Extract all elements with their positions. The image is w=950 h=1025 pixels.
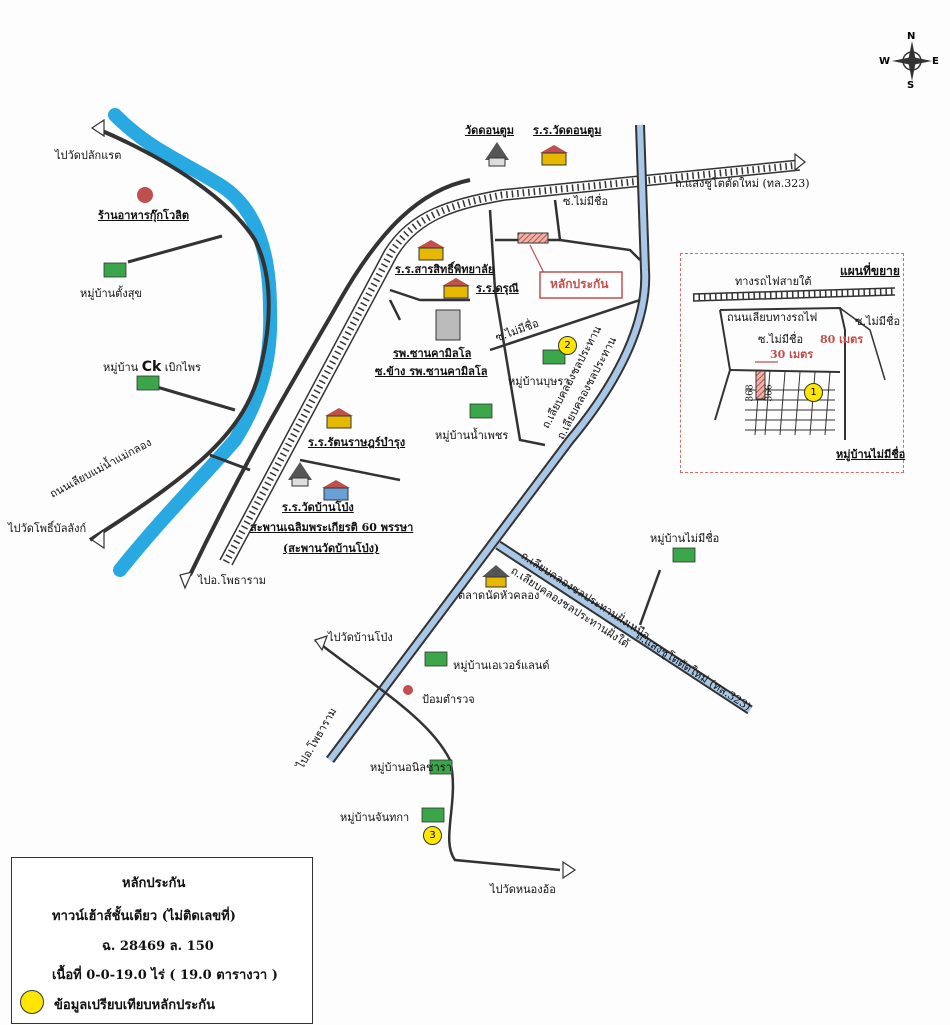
- label-wat-pho-bang: ไปวัดโพธิ์บัลลังก์: [8, 522, 87, 535]
- label-soi-no-name-1: ซ.ไม่มีชื่อ: [563, 195, 609, 208]
- legend-marker-icon: [20, 990, 44, 1014]
- label-wat-don-tum: วัดดอนตูม: [465, 124, 514, 137]
- compass-w: W: [879, 56, 891, 67]
- inset-plot-368: 368: [745, 384, 756, 402]
- river: [108, 108, 278, 577]
- legend: หลักประกัน ทาวน์เฮ้าส์ชั้นเดียว (ไม่ติดเ…: [11, 857, 313, 1024]
- building-icons: [137, 142, 568, 588]
- label-wat-ban-pong: ไปวัดบ้านโป่ง: [328, 631, 393, 644]
- inset-frame: [680, 253, 904, 473]
- label-collateral: หลักประกัน: [550, 277, 609, 291]
- inset-soi-a: ซ.ไม่มีชื่อ: [758, 333, 804, 346]
- label-village-nam-phet: หมู่บ้านน้ำเพชร: [435, 429, 509, 442]
- label-village-tang-suk: หมู่บ้านตั้งสุข: [80, 287, 142, 300]
- inset-dist-80: 80 เมตร: [820, 333, 864, 346]
- railway: [219, 159, 801, 566]
- legend-deed: ฉ. 28469 ล. 150: [102, 939, 214, 954]
- inset-dist-30: 30 เมตร: [770, 348, 814, 361]
- label-school-sarasit: ร.ร.สารสิทธิ์พิทยาลัย: [395, 263, 495, 276]
- inset-road-rail: ถนนเลียบทางรถไฟ: [727, 311, 818, 324]
- label-wat-nong-o: ไปวัดหนองอ้อ: [490, 883, 556, 896]
- label-village-chanthaka: หมู่บ้านจันทกา: [340, 811, 410, 824]
- label-village-bussara: หมู่บ้านบุษรา: [508, 375, 570, 388]
- label-police-box: ป้อมตำรวจ: [422, 693, 475, 706]
- compass-e: E: [932, 56, 939, 67]
- label-hospital: รพ.ซานคามิลโล: [393, 347, 472, 360]
- canal: [326, 124, 753, 763]
- compass-s: S: [907, 80, 915, 91]
- compass-n: N: [907, 31, 916, 42]
- label-village-ck: หมู่บ้าน Ck เบิกไพร: [103, 359, 201, 375]
- label-restaurant: ร้านอาหารกุ๊กโวลิต: [98, 209, 190, 222]
- label-market: ตลาดนัดหัวคลอง: [458, 589, 540, 602]
- inset-village: หมู่บ้านไม่มีชื่อ: [836, 448, 906, 461]
- label-village-ever-land: หมู่บ้านเอเวอร์แลนด์: [453, 659, 550, 672]
- inset-title: แผนที่ขยาย: [840, 264, 900, 278]
- label-school-daruni: ร.ร.ดรุณี: [476, 282, 519, 295]
- legend-collateral: หลักประกัน: [122, 876, 186, 891]
- label-to-photharam-1: ไปอ.โพธาราม: [198, 574, 267, 587]
- legend-comparison: ข้อมูลเปรียบเทียบหลักประกัน: [54, 998, 216, 1013]
- river-road: [88, 128, 271, 542]
- inset-railway: ทางรถไฟสายใต้: [735, 275, 812, 288]
- label-bridge-1: สะพานเฉลิมพระเกียรติ 60 พรรษา: [250, 521, 414, 534]
- label-soi-hospital: ซ.ข้าง รพ.ซานคามิลโล: [375, 365, 488, 378]
- marker-1: 1: [804, 383, 823, 402]
- legend-area: เนื้อที่ 0-0-19.0 ไร่ ( 19.0 ตารางวา ): [52, 968, 278, 983]
- inset-soi-b: ซ.ไม่มีชื่อ: [855, 315, 901, 328]
- marker-2: 2: [558, 336, 577, 355]
- legend-type: ทาวน์เฮ้าส์ชั้นเดียว (ไม่ติดเลขที่): [52, 909, 236, 924]
- label-school-don-tum: ร.ร.วัดดอนตูม: [533, 124, 602, 137]
- label-village-anilchara: หมู่บ้านอนิลชารา: [370, 761, 452, 774]
- label-wat-plak-raet: ไปวัดปลักแรต: [55, 149, 122, 162]
- label-road-323-top: ถ.แสงชูโตตัดใหม่ (ทล.323): [675, 177, 810, 190]
- label-school-rattana: ร.ร.รัตนราษฎร์บำรุง: [308, 436, 406, 449]
- label-bridge-2: (สะพานวัดบ้านโป่ง): [283, 542, 380, 555]
- village-icons: [103, 262, 696, 823]
- road-photharam-1: [188, 178, 471, 576]
- compass-icon: [892, 41, 932, 81]
- marker-3: 3: [423, 826, 442, 845]
- label-school-ban-pong: ร.ร.วัดบ้านโป่ง: [282, 501, 354, 514]
- inset-map: [692, 287, 896, 440]
- inset-plot-366: 366: [764, 384, 775, 402]
- label-village-mai-mi-chue: หมู่บ้านไม่มีชื่อ: [650, 532, 720, 545]
